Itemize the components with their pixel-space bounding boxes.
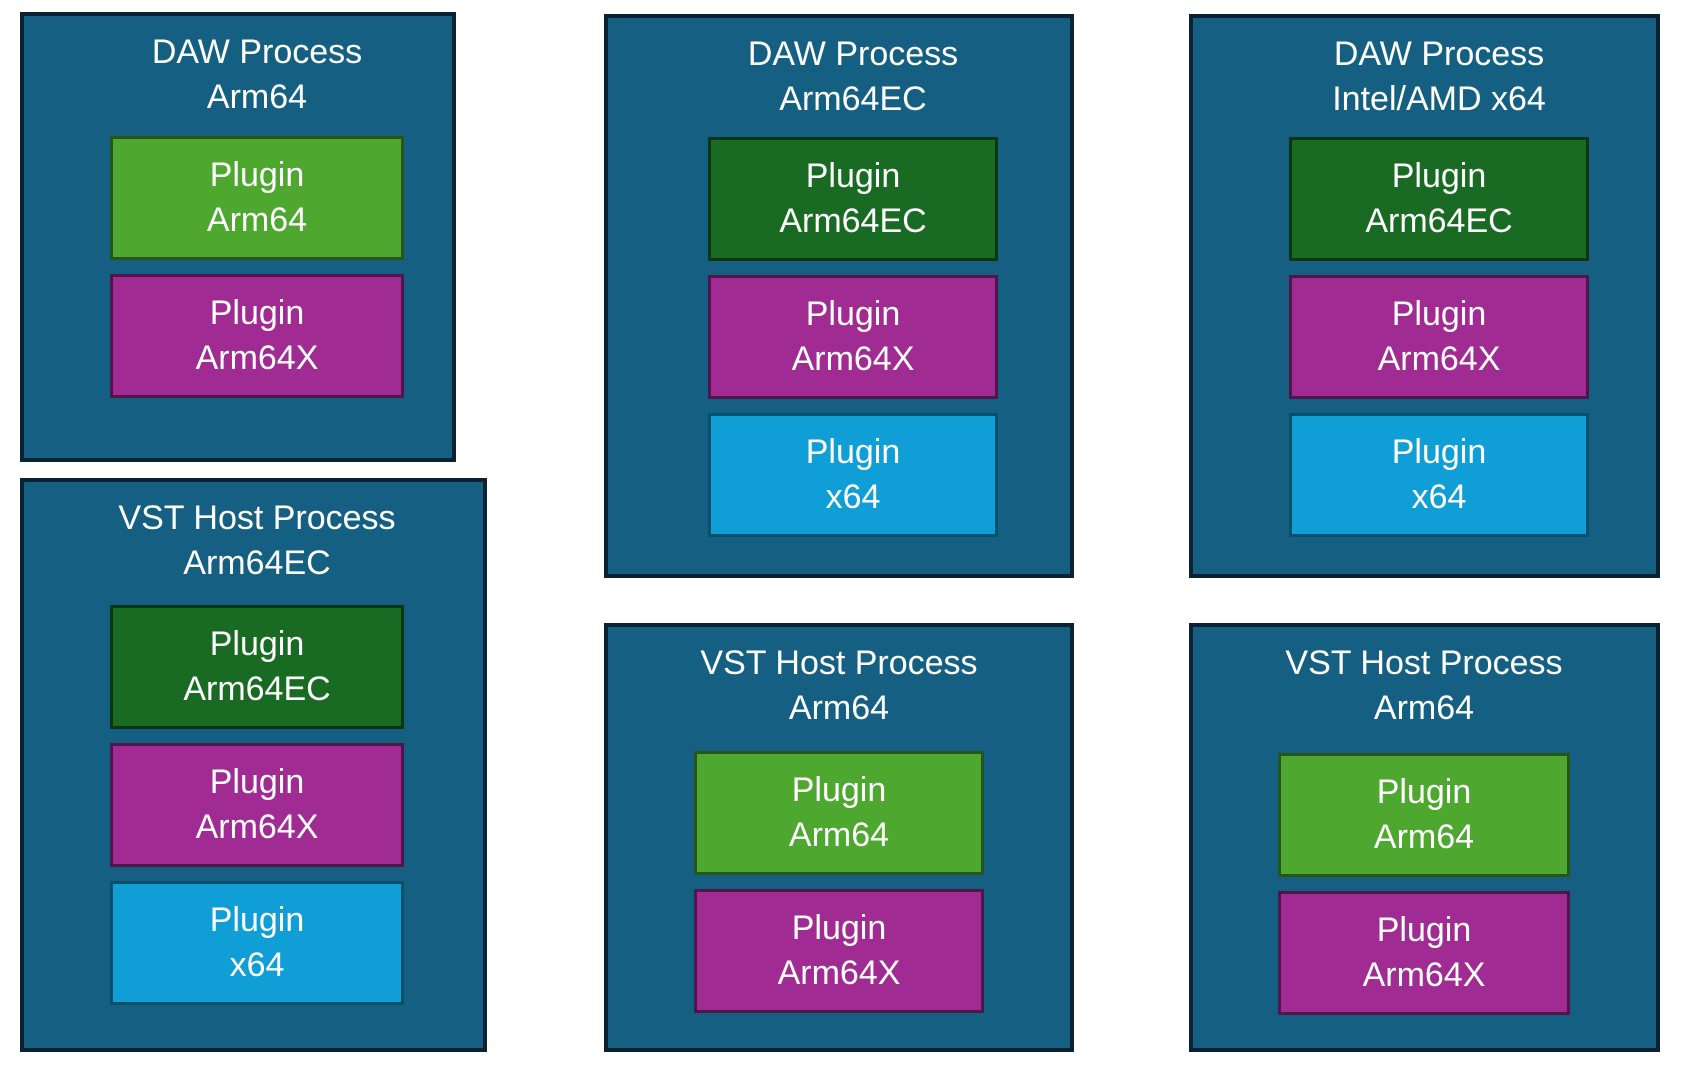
process-title-line2: Arm64EC — [183, 543, 331, 582]
plugin-label-line1: Plugin — [1376, 910, 1472, 949]
plugin-label-line2: Arm64X — [1362, 956, 1486, 994]
plugin-label-line2: Arm64X — [195, 339, 319, 377]
process-box-daw-arm64ec: DAW Process Arm64EC Plugin Arm64EC Plugi… — [604, 14, 1074, 578]
plugin-box-arm64ec: Plugin Arm64EC — [1289, 137, 1589, 261]
plugin-label-line2: Arm64X — [791, 340, 915, 378]
plugin-label-line2: Arm64 — [1373, 818, 1475, 856]
process-title-line1: DAW Process — [151, 33, 363, 71]
plugin-label-line1: Plugin — [209, 293, 305, 332]
process-title-line2: Intel/AMD x64 — [1332, 79, 1546, 118]
plugin-label-line1: Plugin — [805, 156, 901, 195]
plugin-label-line1: Plugin — [209, 155, 305, 194]
plugin-label-line2: Arm64EC — [183, 670, 331, 708]
plugin-box-arm64x: Plugin Arm64X — [1278, 891, 1570, 1015]
plugin-label-line2: Arm64X — [1377, 340, 1501, 378]
process-title-line1: VST Host Process — [700, 644, 978, 682]
plugin-label-line2: Arm64EC — [779, 202, 927, 240]
plugin-box-arm64x: Plugin Arm64X — [708, 275, 998, 399]
process-title-line2: Arm64EC — [779, 79, 927, 118]
process-title: DAW Process Arm64 — [152, 30, 362, 120]
plugin-box-arm64x: Plugin Arm64X — [694, 889, 984, 1013]
plugin-label-line1: Plugin — [209, 900, 305, 939]
process-title: VST Host Process Arm64 — [1285, 641, 1562, 731]
plugin-label-line2: x64 — [229, 946, 285, 984]
process-box-daw-arm64: DAW Process Arm64 Plugin Arm64 Plugin Ar… — [20, 12, 456, 462]
process-title: DAW Process Arm64EC — [748, 32, 958, 122]
process-title-line1: VST Host Process — [1285, 644, 1563, 682]
plugin-box-x64: Plugin x64 — [110, 881, 404, 1005]
process-box-vsthost-arm64-middle: VST Host Process Arm64 Plugin Arm64 Plug… — [604, 623, 1074, 1052]
plugin-box-arm64: Plugin Arm64 — [1278, 753, 1570, 877]
plugin-label-line2: Arm64X — [195, 808, 319, 846]
plugin-label-line1: Plugin — [1391, 156, 1487, 195]
plugin-label-line2: Arm64EC — [1365, 202, 1513, 240]
plugin-label-line1: Plugin — [1391, 294, 1487, 333]
process-title: DAW Process Intel/AMD x64 — [1332, 32, 1546, 122]
plugin-label-line2: Arm64 — [206, 201, 308, 239]
plugin-box-x64: Plugin x64 — [1289, 413, 1589, 537]
plugin-label-line2: Arm64X — [777, 954, 901, 992]
process-title-line2: Arm64 — [1373, 688, 1475, 727]
plugin-label-line1: Plugin — [791, 908, 887, 947]
process-box-vsthost-arm64ec: VST Host Process Arm64EC Plugin Arm64EC … — [20, 478, 487, 1052]
process-title-line1: DAW Process — [747, 35, 959, 73]
plugin-box-x64: Plugin x64 — [708, 413, 998, 537]
plugin-label-line1: Plugin — [805, 294, 901, 333]
plugin-label-line1: Plugin — [1391, 432, 1487, 471]
process-title-line1: DAW Process — [1333, 35, 1545, 73]
plugin-label-line1: Plugin — [805, 432, 901, 471]
plugin-label-line2: x64 — [1411, 478, 1467, 516]
process-title-line2: Arm64 — [788, 688, 890, 727]
plugin-label-line2: Arm64 — [788, 816, 890, 854]
plugin-box-arm64: Plugin Arm64 — [694, 751, 984, 875]
plugin-box-arm64x: Plugin Arm64X — [1289, 275, 1589, 399]
process-title: VST Host Process Arm64 — [700, 641, 977, 731]
plugin-label-line1: Plugin — [791, 770, 887, 809]
plugin-label-line2: x64 — [825, 478, 881, 516]
plugin-box-arm64ec: Plugin Arm64EC — [708, 137, 998, 261]
process-title-line1: VST Host Process — [118, 499, 396, 537]
plugin-box-arm64x: Plugin Arm64X — [110, 743, 404, 867]
process-title: VST Host Process Arm64EC — [118, 496, 395, 586]
process-title-line2: Arm64 — [206, 77, 308, 116]
plugin-label-line1: Plugin — [209, 762, 305, 801]
process-box-vsthost-arm64-right: VST Host Process Arm64 Plugin Arm64 Plug… — [1189, 623, 1660, 1052]
process-box-daw-intel-amd-x64: DAW Process Intel/AMD x64 Plugin Arm64EC… — [1189, 14, 1660, 578]
plugin-label-line1: Plugin — [1376, 772, 1472, 811]
plugin-box-arm64: Plugin Arm64 — [110, 136, 404, 260]
plugin-box-arm64x: Plugin Arm64X — [110, 274, 404, 398]
plugin-label-line1: Plugin — [209, 624, 305, 663]
plugin-box-arm64ec: Plugin Arm64EC — [110, 605, 404, 729]
